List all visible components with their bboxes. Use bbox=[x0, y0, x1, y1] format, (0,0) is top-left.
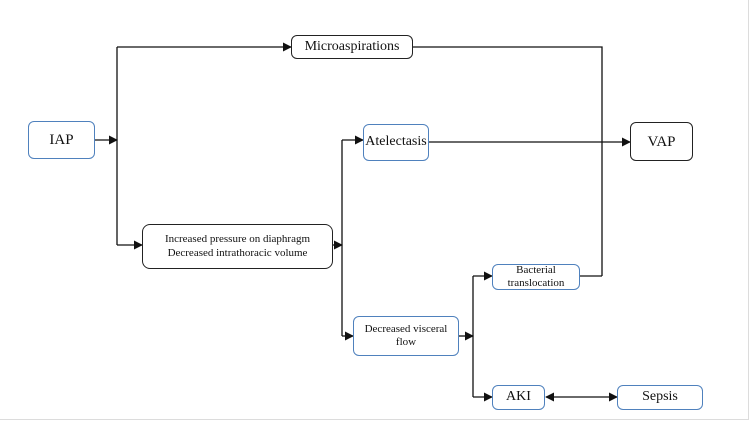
node-microaspirations: Microaspirations bbox=[291, 35, 413, 59]
node-microaspirations-label: Microaspirations bbox=[304, 38, 400, 54]
node-iap-label: IAP bbox=[49, 132, 74, 148]
node-vap: VAP bbox=[630, 122, 693, 161]
node-aki: AKI bbox=[492, 385, 545, 410]
node-diaphragm-label: Increased pressure on diaphragm Decrease… bbox=[164, 233, 311, 259]
node-diaphragm: Increased pressure on diaphragm Decrease… bbox=[142, 224, 333, 269]
node-aki-label: AKI bbox=[506, 389, 531, 405]
node-atelectasis: Atelectasis bbox=[363, 124, 429, 161]
node-atelectasis-label: Atelectasis bbox=[365, 134, 427, 150]
node-bacterial-translocation-label: Bacterial translocation bbox=[507, 263, 565, 289]
node-vap-label: VAP bbox=[647, 133, 676, 150]
node-visceral-flow-label: Decreased visceral flow bbox=[364, 322, 448, 348]
node-sepsis-label: Sepsis bbox=[642, 389, 678, 405]
node-visceral-flow: Decreased visceral flow bbox=[353, 316, 459, 356]
node-iap: IAP bbox=[28, 121, 95, 159]
node-sepsis: Sepsis bbox=[617, 385, 703, 410]
connector-microaspirations-to-right-trunk bbox=[413, 46, 603, 276]
node-bacterial-translocation: Bacterial translocation bbox=[492, 264, 580, 290]
